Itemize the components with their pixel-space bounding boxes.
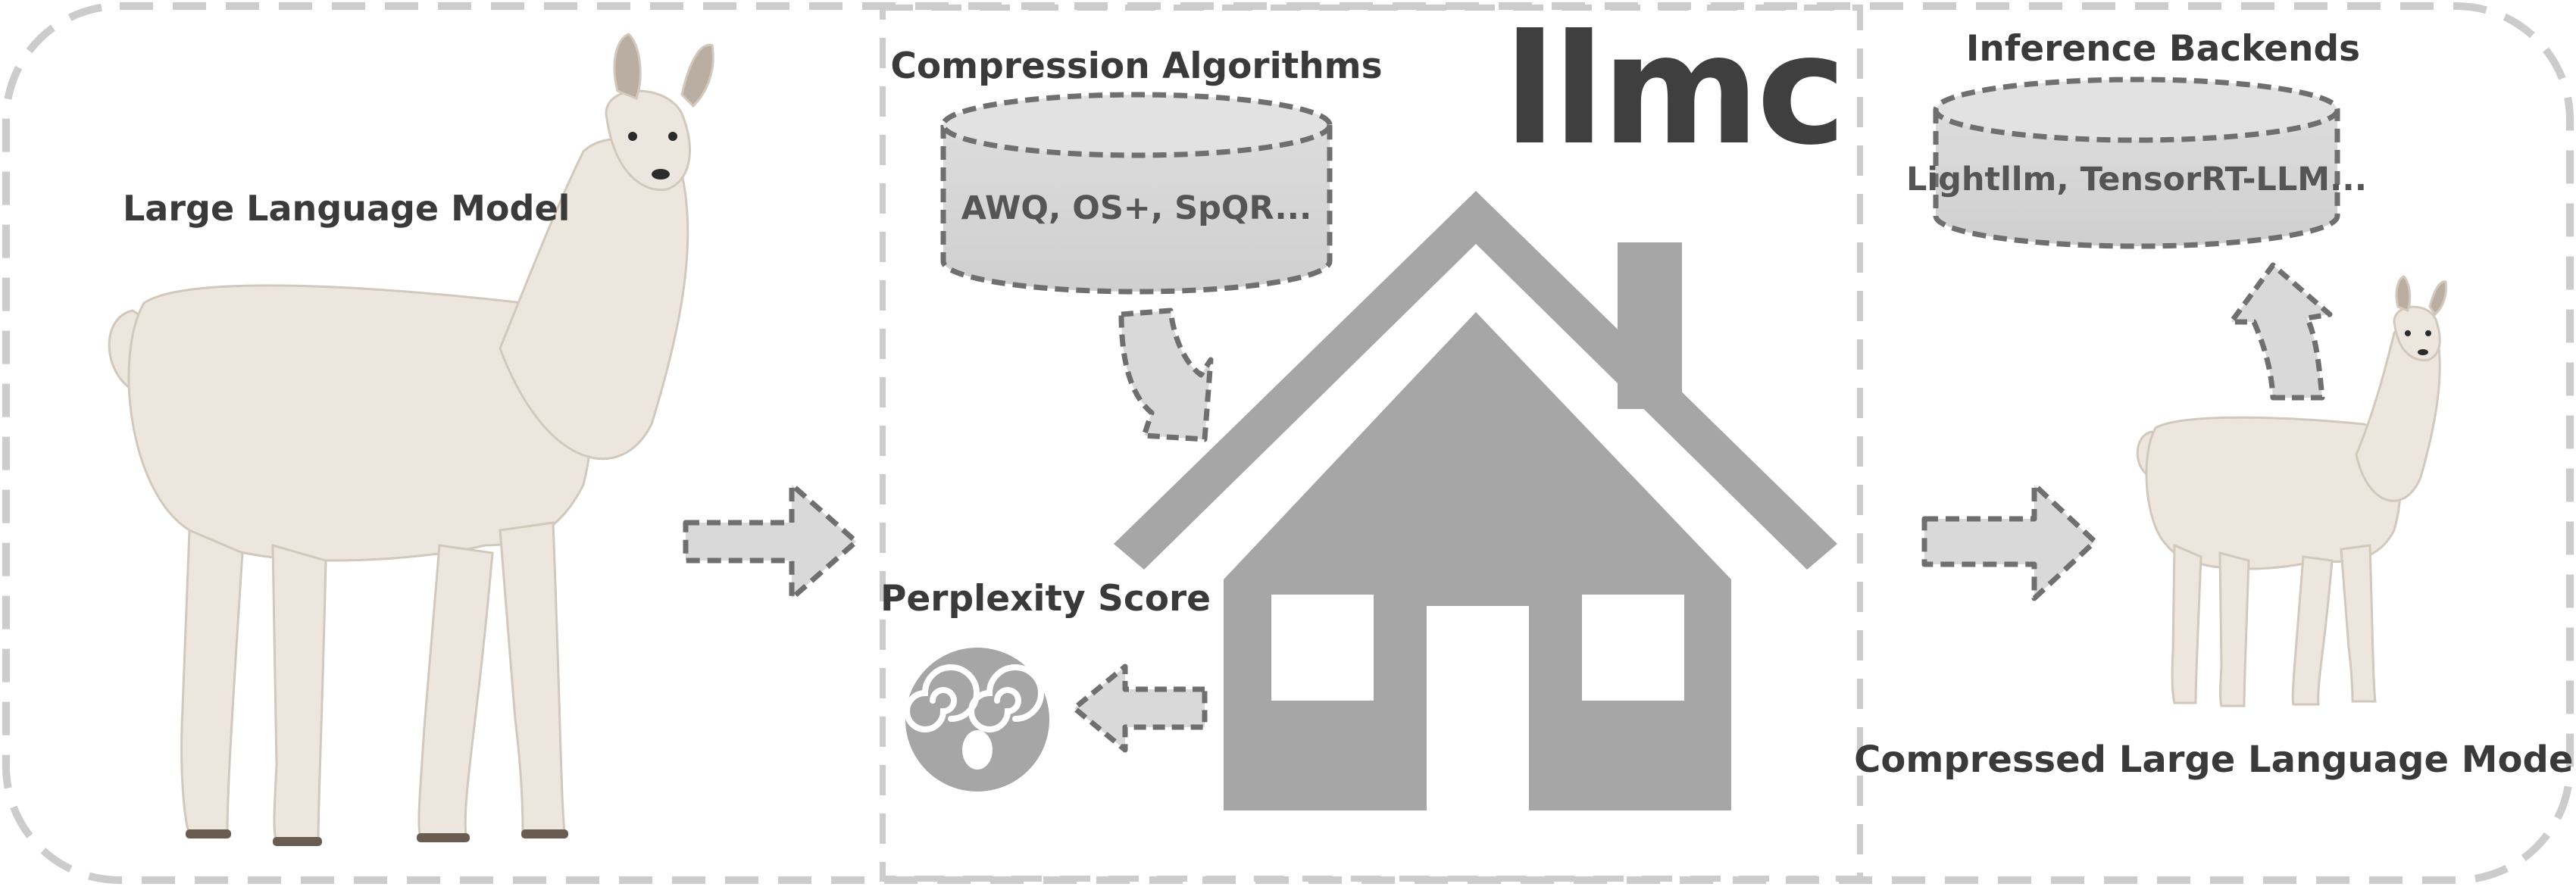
input-model-label: Large Language Model [123, 188, 571, 229]
arrow-to-llmc [683, 482, 859, 601]
brand-title: llmc [1504, 2, 1846, 179]
arrow-to-compressed [1921, 482, 2098, 601]
inference-backends-text: Lightllm, TensorRT-LLM... [1905, 161, 2368, 198]
arrow-to-perplexity [1071, 664, 1208, 753]
house-icon [1114, 191, 1837, 810]
inference-backends-title: Inference Backends [1965, 28, 2361, 70]
small-llama-icon [2136, 275, 2447, 707]
llama-icon [108, 33, 714, 842]
dizzy-face-icon [904, 648, 1049, 792]
compression-methods-text: AWQ, OS+, SpQR... [961, 189, 1312, 227]
perplexity-score-title: Perplexity Score [880, 578, 1211, 620]
cylinder-icon [940, 92, 1333, 295]
arrow-to-backends [2228, 262, 2333, 401]
llama-hooves [186, 829, 568, 846]
llama-face [628, 132, 677, 180]
backends-cylinder-icon [1933, 77, 2340, 249]
middle-panel-border [880, 5, 1863, 882]
arrow-algorithms-to-llmc [1118, 308, 1214, 442]
compression-algorithms-title: Compression Algorithms [890, 45, 1383, 87]
compressed-model-label: Compressed Large Language Model [1854, 739, 2576, 781]
small-llama-face [2405, 330, 2431, 355]
